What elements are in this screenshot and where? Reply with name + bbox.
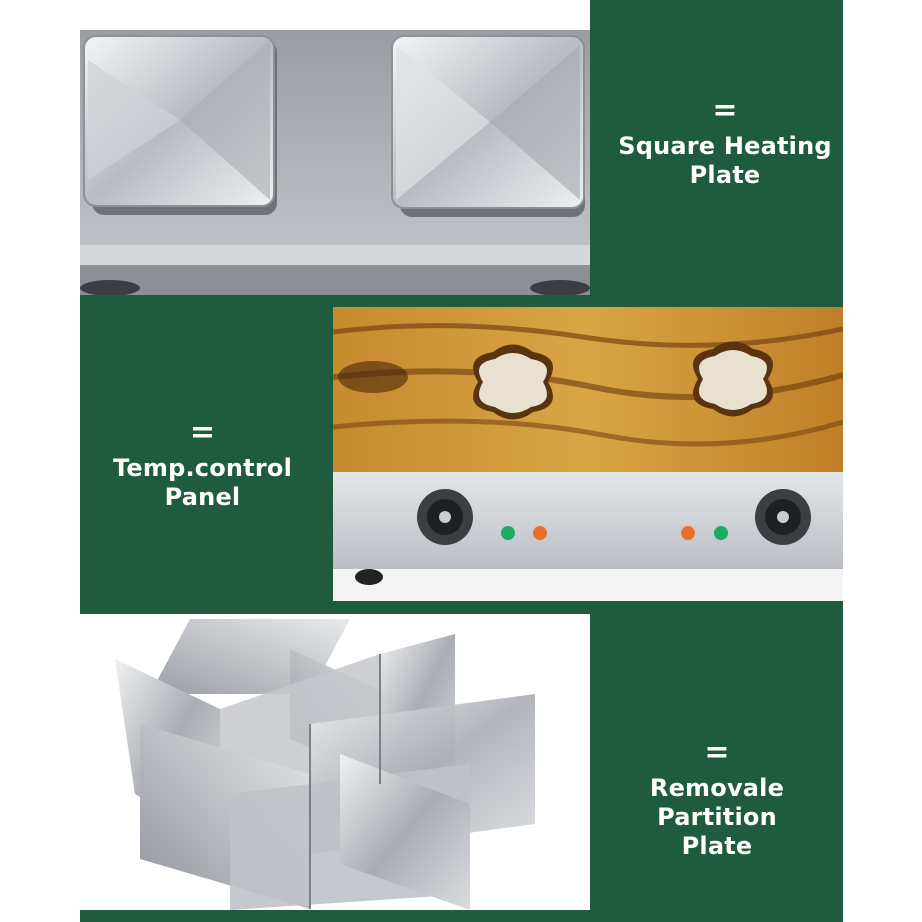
temp-control-label-line1: Temp.control (113, 454, 292, 482)
partition-plate-label-line2: Plate (681, 832, 753, 860)
equals-sign: = (704, 735, 730, 770)
partition-plate-illustration (115, 619, 535, 910)
heating-plate-illustration (80, 30, 590, 295)
equals-sign: = (712, 93, 738, 128)
partition-plate-label-line1: Removale Partition (649, 774, 785, 831)
partition-plate-label: = Removale Partition Plate (592, 738, 842, 861)
temp-control-photo (333, 307, 843, 601)
temp-control-illustration (333, 307, 843, 601)
temp-control-label: = Temp.control Panel (85, 418, 320, 512)
partition-plate-photo (80, 614, 590, 910)
heating-plate-label: = Square Heating Plate (600, 96, 850, 190)
heating-plate-photo (80, 0, 590, 295)
heating-plate-label-line2: Plate (689, 161, 761, 189)
equals-sign: = (189, 415, 216, 450)
temp-control-label-line2: Panel (164, 483, 241, 511)
heating-plate-label-line1: Square Heating (618, 132, 832, 160)
